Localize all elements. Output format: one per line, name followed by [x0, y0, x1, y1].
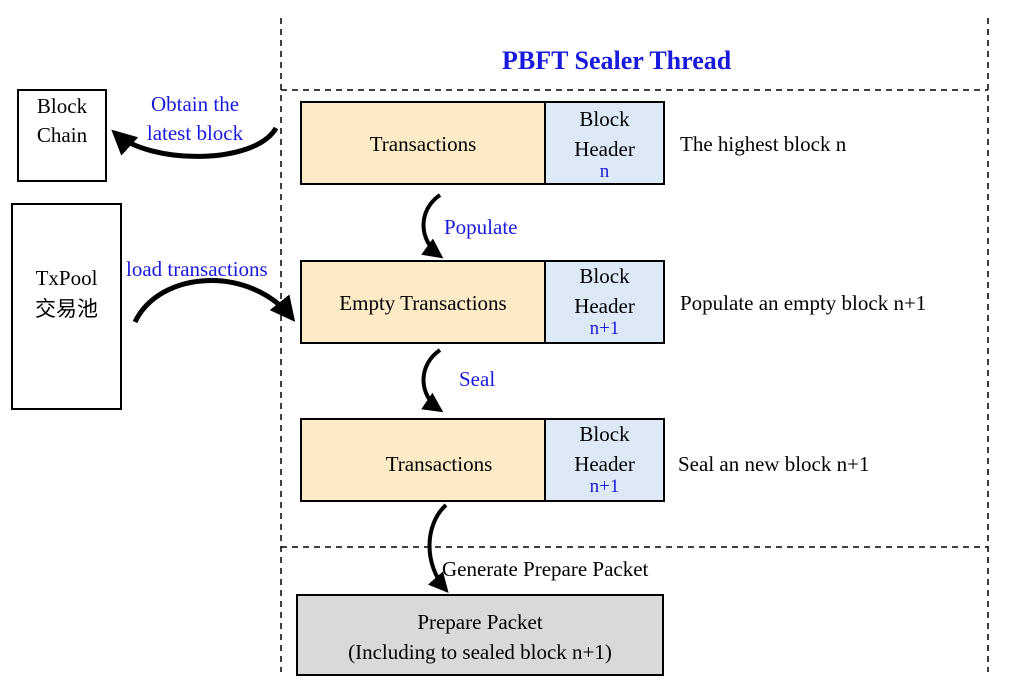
- generate-packet-arrow: [427, 503, 449, 594]
- block2-transactions-label: Empty Transactions: [339, 291, 507, 315]
- block1-header-line2: Header: [574, 137, 635, 161]
- block3-transactions-box: [300, 418, 546, 502]
- obtain-label-line1: Obtain the: [150, 92, 240, 116]
- seal-label: Seal: [459, 367, 496, 391]
- txpool-box: [11, 203, 122, 410]
- block2-header-box: [544, 260, 665, 344]
- obtain-block-arrow: [111, 126, 279, 159]
- block1-description: The highest block n: [680, 132, 847, 156]
- block1-transactions-label: Transactions: [369, 132, 477, 156]
- prepare-packet-line2: (Including to sealed block n+1): [348, 640, 612, 664]
- block3-description: Seal an new block n+1: [678, 452, 870, 476]
- block3-header-number: n+1: [589, 476, 620, 497]
- blockchain-label-line1: Block: [36, 94, 88, 118]
- block2-header-line2: Header: [574, 294, 635, 318]
- diagram-title: PBFT Sealer Thread: [502, 46, 732, 75]
- block2-description: Populate an empty block n+1: [680, 291, 927, 315]
- obtain-label-line2: latest block: [146, 121, 244, 145]
- prepare-packet-line1: Prepare Packet: [417, 610, 543, 634]
- block3-header-line2: Header: [574, 452, 635, 476]
- blockchain-box: [17, 89, 107, 182]
- load-transactions-arrow: [132, 278, 296, 324]
- block2-header-number: n+1: [589, 318, 620, 339]
- populate-arrow: [421, 193, 444, 259]
- populate-label: Populate: [444, 215, 518, 239]
- block3-transactions-label: Transactions: [385, 452, 493, 476]
- block3-header-box: [544, 418, 665, 502]
- seal-arrow: [421, 348, 444, 413]
- txpool-label-line1: TxPool: [35, 266, 98, 290]
- generate-packet-label: Generate Prepare Packet: [442, 557, 649, 581]
- txpool-label-line2: 交易池: [35, 297, 98, 321]
- prepare-packet-box: [296, 594, 664, 676]
- blockchain-label-line2: Chain: [36, 123, 88, 147]
- load-transactions-label: load transactions: [126, 257, 268, 281]
- block2-header-line1: Block: [579, 264, 630, 288]
- block3-header-line1: Block: [579, 422, 630, 446]
- block1-header-line1: Block: [579, 107, 630, 131]
- block1-header-number: n: [599, 161, 610, 182]
- block2-empty-transactions-box: [300, 260, 546, 344]
- block1-header-box: [544, 101, 665, 185]
